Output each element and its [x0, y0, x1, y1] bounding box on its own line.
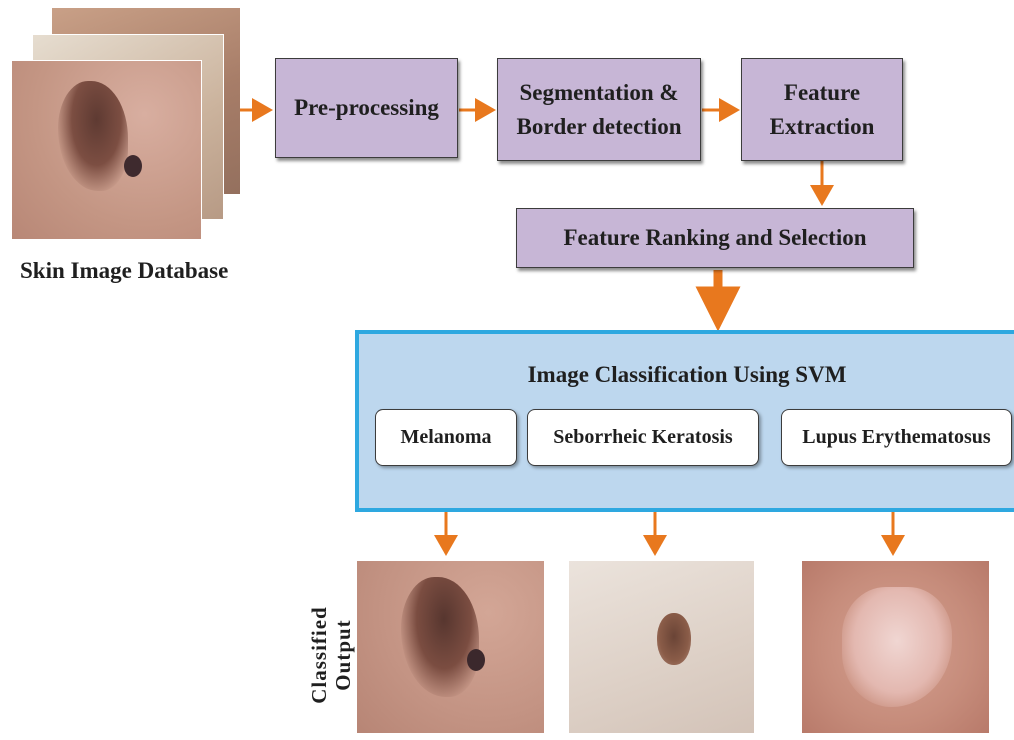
feature-extraction-label-line2: Extraction [770, 110, 875, 144]
output-lupus-lesion [842, 587, 952, 707]
feature-extraction-label-line1: Feature [784, 76, 860, 110]
output-melanoma-image [357, 561, 544, 733]
segmentation-label-line2: Border detection [516, 110, 681, 144]
output-lupus-image [802, 561, 989, 733]
segmentation-box: Segmentation & Border detection [497, 58, 701, 161]
output-melanoma-dot [467, 649, 485, 671]
feature-ranking-box: Feature Ranking and Selection [516, 208, 914, 268]
svm-title: Image Classification Using SVM [359, 362, 1014, 388]
database-lesion [58, 81, 128, 191]
class-melanoma: Melanoma [375, 409, 517, 466]
output-seborrheic-image [569, 561, 754, 733]
output-seborrheic-lesion [657, 613, 691, 665]
classified-output-line2: Output [331, 585, 355, 725]
database-lesion-dot [124, 155, 142, 177]
classified-output-line1: Classified [307, 585, 331, 725]
database-caption: Skin Image Database [20, 258, 228, 284]
segmentation-label-line1: Segmentation & [519, 76, 678, 110]
feature-ranking-label: Feature Ranking and Selection [563, 221, 866, 255]
classified-output-label: Classified Output [307, 585, 357, 725]
preprocessing-label: Pre-processing [294, 91, 439, 125]
class-seborrheic-keratosis: Seborrheic Keratosis [527, 409, 759, 466]
preprocessing-box: Pre-processing [275, 58, 458, 158]
class-lupus-erythematosus: Lupus Erythematosus [781, 409, 1012, 466]
feature-extraction-box: Feature Extraction [741, 58, 903, 161]
output-melanoma-lesion [401, 577, 479, 697]
database-image-front [11, 60, 202, 240]
